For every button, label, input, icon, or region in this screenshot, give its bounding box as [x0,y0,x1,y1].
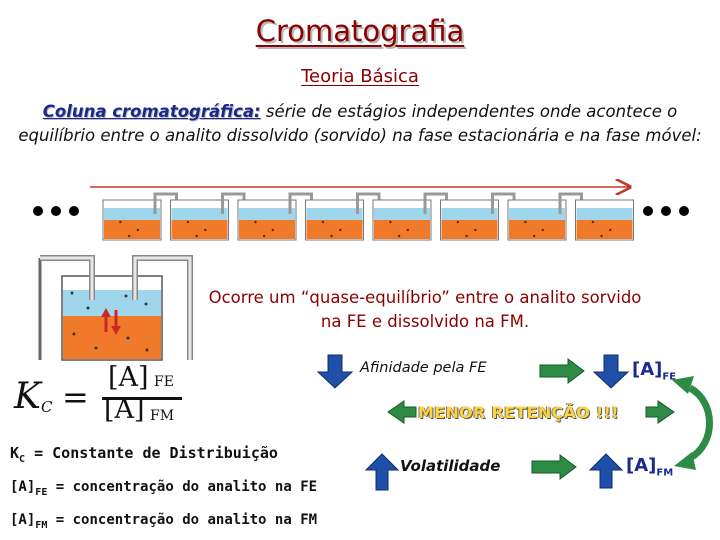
equilibrium-arrows-icon [101,308,121,335]
intro-text: série de estágios independentes onde aco… [18,102,702,145]
volatility-label: Volatilidade [400,457,501,475]
stage-cell [170,192,246,241]
definition-afe: [A]FE = concentração do analito na FE [10,479,318,498]
definition-kc: KC = Constante de Distribuição [10,444,278,465]
stage-cell [575,199,634,241]
equation-denominator: [A] [104,394,145,425]
affinity-result: [A]FE [632,359,677,383]
retention-right-arrow-icon [645,400,675,424]
equation-k-subscript: C [41,398,53,416]
equation-numerator: [A] [108,362,149,393]
intro-term: Coluna cromatográfica: [42,102,261,121]
stage-cell [440,192,516,241]
column-stages-diagram [33,0,689,241]
stationary-phase-layer [63,316,161,359]
intro-paragraph: Coluna cromatográfica: série de estágios… [6,100,714,148]
retention-curve-arrow-icon [688,384,713,462]
equation-equals: = [62,378,89,416]
page-title: Cromatografia [255,14,465,48]
stage-cells [102,192,634,241]
page-subtitle: Teoria Básica [301,66,419,87]
stage-cell [237,192,313,241]
affinity-label: Afinidade pela FE [360,360,487,376]
ellipsis-right [643,206,689,216]
fraction-bar [102,397,182,400]
stage-cell [372,192,448,241]
affinity-increase-arrow-icon [316,354,354,389]
concentration-fm-increase-arrow-icon [588,453,624,489]
equation-numerator-subscript: FE [154,374,174,390]
retention-label: MENOR RETENÇÃO !!! [418,403,619,422]
stage-cell [507,192,583,241]
equation-k-letter: K [14,376,41,417]
concentration-fe-decrease-arrow-icon [592,354,630,389]
equilibrium-vessel [38,255,193,361]
quasi-equilibrium-text: Ocorre um “quase-equilíbrio” entre o ana… [208,288,642,331]
affinity-to-concentration-arrow-icon [539,358,585,384]
equation-denominator-subscript: FM [150,408,175,424]
volatility-increase-arrow-icon [364,453,400,491]
definition-afm: [A]FM = concentração do analito na FM [10,512,318,531]
volatility-result: [A]FM [626,455,674,479]
mobile-phase-liquid [63,290,161,316]
volatility-to-concentration-arrow-icon [531,454,577,480]
ellipsis-left [33,206,79,216]
stage-cell [102,192,178,241]
retention-left-arrow-icon [387,400,417,424]
